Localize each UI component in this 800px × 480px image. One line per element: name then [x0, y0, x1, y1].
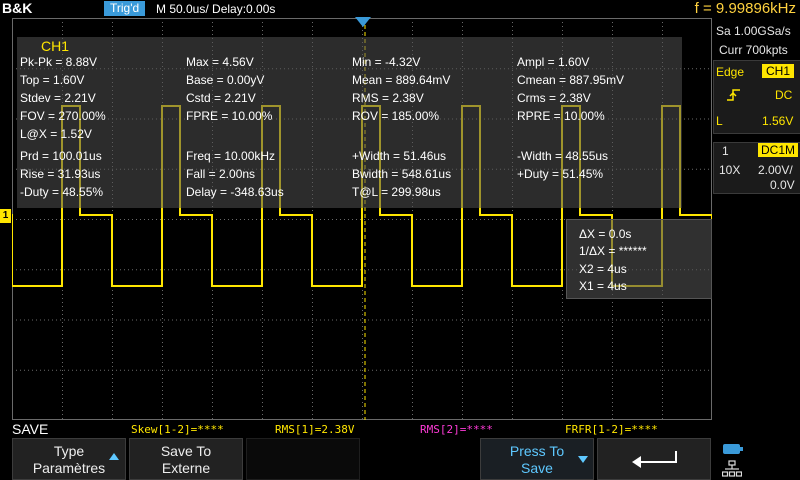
measurement-value: Delay = -348.63us	[186, 185, 284, 199]
measurement-value: FOV = 270.00%	[20, 109, 106, 123]
measurement-value: Cstd = 2.21V	[186, 91, 256, 105]
measurement-value: L@X = 1.52V	[20, 127, 92, 141]
measurement-value: Ampl = 1.60V	[517, 55, 590, 69]
measurement-value: ROV = 185.00%	[352, 109, 440, 123]
trigger-status-badge: Trig'd	[104, 1, 146, 16]
measurement-value: Fall = 2.00ns	[186, 167, 256, 181]
channel-number: 1	[722, 144, 729, 158]
trigger-position-marker-icon[interactable]	[355, 17, 371, 28]
skew-measurement: Skew[1-2]=****	[131, 423, 224, 436]
current-menu-label: SAVE	[12, 421, 49, 437]
measurement-value: RPRE = 10.00%	[517, 109, 605, 123]
cursor-inverse-delta-x: 1/ΔX = ******	[579, 244, 647, 258]
softkey-press-to-save[interactable]: Press To Save	[480, 438, 594, 480]
return-arrow-icon	[632, 451, 677, 468]
measurement-value: Rise = 31.93us	[20, 167, 101, 181]
trigger-source-badge: CH1	[762, 64, 795, 78]
network-icon	[722, 460, 742, 477]
battery-usb-icon	[723, 444, 743, 454]
measurement-value: Min = -4.32V	[352, 55, 421, 69]
measurement-channel-title: CH1	[41, 38, 70, 54]
measurement-value: Bwidth = 548.61us	[352, 167, 452, 181]
measurement-value: -Duty = 48.55%	[20, 185, 104, 199]
right-side-panel: Sa 1.00GSa/s Curr 700kpts Edge CH1 DC L …	[713, 18, 800, 480]
measurement-value: T@L = 299.98us	[352, 185, 441, 199]
measurement-value: -Width = 48.55us	[517, 149, 609, 163]
measurement-value: FPRE = 10.00%	[186, 109, 273, 123]
frfr-measurement: FRFR[1-2]=****	[565, 423, 658, 436]
chevron-down-icon	[578, 456, 588, 463]
brand-logo: B&K	[2, 0, 33, 16]
cursor-x1: X1 = 4us	[579, 279, 627, 293]
measurement-value: +Duty = 51.45%	[517, 167, 604, 181]
measurement-value: Top = 1.60V	[20, 73, 85, 87]
channel-scale: 2.00V/	[758, 163, 793, 177]
measurement-value: Freq = 10.00kHz	[186, 149, 276, 163]
measurement-value: Prd = 100.01us	[20, 149, 102, 163]
rising-edge-icon	[727, 89, 740, 101]
measurement-value: Cmean = 887.95mV	[517, 73, 625, 87]
cursor-readout-panel: ΔX = 0.0s 1/ΔX = ****** X2 = 4us X1 = 4u…	[566, 219, 712, 299]
channel-coupling-badge: DC1M	[758, 143, 799, 157]
trigger-coupling: DC	[775, 88, 793, 102]
chevron-up-icon	[109, 453, 119, 460]
measurement-value: Crms = 2.38V	[517, 91, 591, 105]
rms2-measurement: RMS[2]=****	[420, 423, 493, 436]
measurement-value: Pk-Pk = 8.88V	[20, 55, 98, 69]
measurement-panel: CH1 Pk-Pk = 8.88V Max = 4.56V Min = -4.32V…	[17, 37, 682, 208]
measurement-value: Mean = 889.64mV	[352, 73, 451, 87]
softkey-return[interactable]	[597, 438, 711, 480]
softkey-blank-3[interactable]	[246, 438, 360, 480]
frequency-counter-readout: f = 9.99896kHz	[694, 0, 796, 17]
sample-rate: Sa 1.00GSa/s	[716, 24, 791, 38]
trigger-type: Edge	[716, 65, 745, 79]
probe-attenuation: 10X	[719, 163, 741, 177]
memory-depth: Curr 700kpts	[719, 43, 788, 57]
ch1-ground-marker[interactable]: 1	[0, 209, 11, 223]
softkey-parameter-type[interactable]: Type Paramètres	[12, 438, 126, 480]
top-status-bar	[0, 0, 800, 18]
rms1-measurement: RMS[1]=2.38V	[275, 423, 355, 436]
cursor-x2: X2 = 4us	[579, 262, 627, 276]
softkey-save-to-external[interactable]: Save To Externe	[129, 438, 243, 480]
measurement-value: Stdev = 2.21V	[20, 91, 96, 105]
trigger-mode: L	[716, 114, 723, 128]
channel-offset: 0.0V	[770, 178, 795, 192]
measurement-value: RMS = 2.38V	[352, 91, 424, 105]
measurement-value: Max = 4.56V	[186, 55, 254, 69]
cursor-delta-x: ΔX = 0.0s	[579, 227, 632, 241]
measurement-value: +Width = 51.46us	[352, 149, 447, 163]
trigger-level: 1.56V	[762, 114, 794, 128]
timebase-readout[interactable]: M 50.0us/ Delay:0.00s	[156, 2, 276, 16]
measurement-value: Base = 0.00yV	[186, 73, 265, 87]
